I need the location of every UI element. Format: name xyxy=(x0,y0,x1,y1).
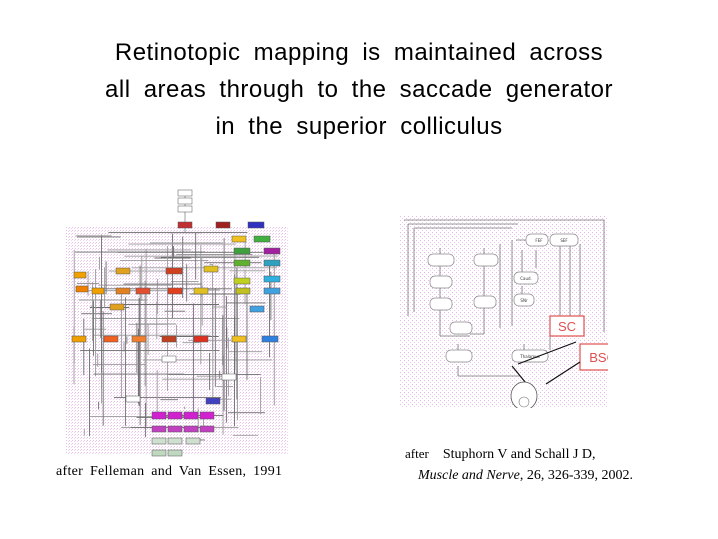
area-box xyxy=(183,411,199,420)
title-line-1: Retinotopic mapping is maintained across xyxy=(114,39,604,66)
area-box xyxy=(167,287,183,295)
area-box xyxy=(103,335,119,343)
caption-prefix: after xyxy=(405,446,429,461)
bsg-box xyxy=(579,343,608,371)
area-box xyxy=(249,305,265,313)
area-box xyxy=(261,335,279,343)
fef-label: FEF xyxy=(535,238,543,243)
area-box xyxy=(231,235,247,243)
felleman-van-essen-diagram xyxy=(66,188,288,460)
area-box xyxy=(203,265,219,273)
area-box xyxy=(199,411,215,420)
sc-box xyxy=(549,315,585,337)
caption-authors: Stuphorn V and Schall J D, xyxy=(442,447,596,462)
area-box xyxy=(221,373,237,381)
area-box xyxy=(177,189,193,197)
area-box xyxy=(177,205,193,213)
area-box xyxy=(215,221,231,229)
sc-label: SC xyxy=(558,319,576,334)
area-box xyxy=(233,259,251,267)
area-box xyxy=(91,287,105,295)
right-figure-caption-line-2: Muscle and Nerve, 26, 326-339, 2002. xyxy=(418,468,633,484)
circuit-connections xyxy=(404,219,605,377)
title-line-2: all areas through to the saccade generat… xyxy=(105,76,613,103)
diagram-background xyxy=(400,216,608,408)
area-box xyxy=(131,335,147,343)
area-box xyxy=(167,449,183,457)
area-box xyxy=(151,437,167,445)
area-box xyxy=(165,267,183,275)
area-boxes xyxy=(71,189,281,457)
area-box xyxy=(167,411,183,420)
area-box xyxy=(161,335,177,343)
snr-label: SNr xyxy=(520,298,528,303)
area-box xyxy=(135,287,151,295)
area-box xyxy=(247,221,265,229)
area-box xyxy=(167,425,183,433)
area-box xyxy=(151,425,167,433)
area-box xyxy=(193,335,209,343)
area-box xyxy=(263,247,281,255)
area-box xyxy=(253,235,271,243)
area-box xyxy=(183,425,199,433)
area-box xyxy=(151,411,167,420)
area-box xyxy=(177,221,193,229)
oculomotor-circuit-diagram: FEF SEF Caud. SNr Thalamus SC BSG xyxy=(400,216,608,408)
hierarchy-diagram-image xyxy=(66,189,288,457)
cortical-areas xyxy=(427,233,579,363)
area-box xyxy=(177,197,193,205)
area-box xyxy=(115,267,131,275)
caption-citation: , 26, 326-339, 2002. xyxy=(519,468,634,483)
area-box xyxy=(73,271,87,279)
bsg-label: BSG xyxy=(589,350,608,365)
area-box xyxy=(125,395,141,403)
area-box xyxy=(109,303,125,311)
caudate-label: Caud. xyxy=(520,276,532,281)
area-box xyxy=(193,287,209,295)
area-box xyxy=(185,437,201,445)
left-figure-caption: after Felleman and Van Essen, 1991 xyxy=(56,464,283,479)
area-box xyxy=(263,287,281,295)
area-box xyxy=(263,275,281,283)
area-box xyxy=(71,335,87,343)
area-box xyxy=(233,277,251,285)
area-box xyxy=(263,259,281,267)
area-box xyxy=(235,287,251,295)
caption-journal: Muscle and Nerve xyxy=(418,468,520,483)
area-box xyxy=(199,425,215,433)
area-box xyxy=(231,335,247,343)
thalamus-label: Thalamus xyxy=(519,354,540,359)
area-box xyxy=(233,247,251,255)
eye-icon xyxy=(510,381,538,408)
stuphorn-schall-diagram: FEF SEF Caud. SNr Thalamus SC BSG xyxy=(400,216,608,408)
area-box xyxy=(205,397,221,405)
right-figure-caption-line-1: after Stuphorn V and Schall J D, xyxy=(405,446,596,463)
area-box xyxy=(167,437,183,445)
area-box xyxy=(75,285,89,293)
slide-title: Retinotopic mapping is maintained across… xyxy=(0,34,718,145)
title-line-3: in the superior colliculus xyxy=(215,113,503,140)
pupil-icon xyxy=(518,396,530,408)
area-box xyxy=(161,355,177,363)
sef-label: SEF xyxy=(560,238,568,243)
area-box xyxy=(151,449,167,457)
area-box xyxy=(115,287,131,295)
